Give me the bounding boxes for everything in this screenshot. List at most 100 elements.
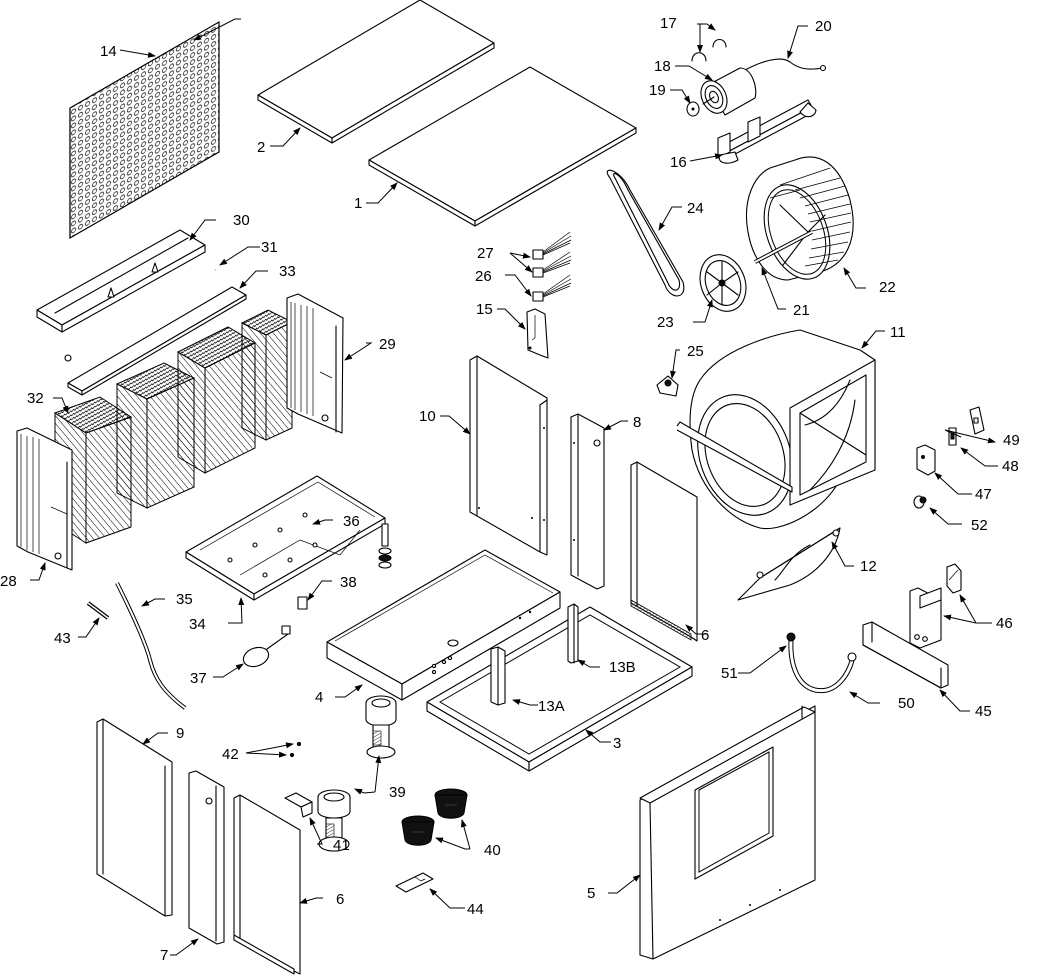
callout-37: 37 <box>190 670 207 687</box>
callout-26: 26 <box>475 268 492 285</box>
callout-22: 22 <box>879 279 896 296</box>
part-27-wire-connectors[interactable] <box>532 231 572 278</box>
callout-1: 1 <box>354 195 362 212</box>
callout-47: 47 <box>975 486 992 503</box>
callout-13a: 13A <box>538 698 565 715</box>
part-32-cooling-media-pads[interactable] <box>53 309 294 544</box>
part-38-clip[interactable] <box>297 596 308 610</box>
part-22-blower-wheel[interactable] <box>746 156 854 288</box>
part-13a-support-bracket[interactable] <box>490 646 506 706</box>
part-7-corner-post[interactable] <box>188 770 225 945</box>
part-36-drain-fitting[interactable] <box>378 523 392 569</box>
part-2-top-panel-small[interactable] <box>257 0 495 144</box>
part-50-conduit-end <box>847 652 857 662</box>
part-25-pillow-block-bearing[interactable] <box>656 375 679 397</box>
part-35-water-hose[interactable] <box>115 582 187 710</box>
callout-7: 7 <box>160 947 168 964</box>
part-50-flexible-conduit[interactable] <box>788 639 855 694</box>
part-26-wire-connector[interactable] <box>532 274 572 302</box>
part-37-float-valve[interactable] <box>241 625 291 670</box>
part-9-side-panel[interactable] <box>96 718 173 917</box>
callout-21: 21 <box>793 302 810 319</box>
callout-49: 49 <box>1003 432 1020 449</box>
part-23-blower-pulley[interactable] <box>692 248 753 318</box>
callout-4: 4 <box>315 689 323 706</box>
part-40-pump-screens[interactable] <box>401 788 468 846</box>
callout-38: 38 <box>340 574 357 591</box>
part-6-access-door-upper[interactable] <box>630 461 698 642</box>
part-3-base-frame[interactable] <box>426 606 693 772</box>
part-8-corner-post-upper[interactable] <box>570 413 605 590</box>
callout-42: 42 <box>222 746 239 763</box>
callout-50: 50 <box>898 695 915 712</box>
callout-46: 46 <box>996 615 1013 632</box>
callout-45: 45 <box>975 703 992 720</box>
part-43-hose-clamp[interactable] <box>86 601 110 620</box>
part-29-media-frame-right[interactable] <box>286 293 344 434</box>
callout-41: 41 <box>333 837 350 854</box>
callout-31: 31 <box>261 239 278 256</box>
part-52-plug-button[interactable] <box>913 495 927 509</box>
part-19-motor-pulley[interactable] <box>686 101 700 117</box>
callout-13b: 13B <box>609 659 636 676</box>
part-18-motor[interactable] <box>696 67 757 117</box>
callout-36: 36 <box>343 513 360 530</box>
part-1-top-panel-large[interactable] <box>368 66 637 227</box>
callout-32: 32 <box>27 390 44 407</box>
part-48-switch[interactable] <box>948 427 957 446</box>
part-6-access-door-lower[interactable] <box>233 794 301 975</box>
callout-48: 48 <box>1002 458 1019 475</box>
callout-18: 18 <box>654 58 671 75</box>
callout-33: 33 <box>279 263 296 280</box>
callout-2: 2 <box>257 139 265 156</box>
callout-20: 20 <box>815 18 832 35</box>
callout-14: 14 <box>100 43 117 60</box>
part-28-media-frame-left[interactable] <box>16 427 73 571</box>
callout-29: 29 <box>379 336 396 353</box>
part-30-water-trough[interactable] <box>36 229 206 333</box>
part-46-control-box-assembly[interactable] <box>909 563 962 649</box>
callout-6-lower: 6 <box>336 891 344 908</box>
part-11-blower-housing[interactable] <box>676 329 876 530</box>
callout-15: 15 <box>476 301 493 318</box>
part-5-front-panel[interactable] <box>639 705 816 960</box>
part-4-water-reservoir-pan[interactable] <box>326 549 561 701</box>
part-41-pump-bracket[interactable] <box>284 792 313 818</box>
callout-6-upper: 6 <box>701 627 709 644</box>
part-47-switch-box[interactable] <box>916 444 936 476</box>
part-45-control-box-bracket[interactable] <box>862 621 949 689</box>
callout-11: 11 <box>890 324 906 341</box>
callout-27: 27 <box>477 245 494 262</box>
part-42-screws[interactable] <box>289 741 302 758</box>
part-21-blower-shaft[interactable] <box>754 230 813 264</box>
callout-23: 23 <box>657 314 674 331</box>
callout-9: 9 <box>176 725 184 742</box>
callout-8: 8 <box>633 414 641 431</box>
leader-lines <box>30 18 998 956</box>
callout-44: 44 <box>467 901 484 918</box>
part-14-perforated-screen[interactable] <box>69 20 220 240</box>
part-15-wire-bracket[interactable] <box>526 308 549 359</box>
part-49-switch-plate[interactable] <box>969 406 985 435</box>
part-13b-support-bracket[interactable] <box>567 603 579 664</box>
callout-19: 19 <box>649 82 666 99</box>
callout-28: 28 <box>0 573 17 590</box>
part-24-drive-belt[interactable] <box>606 169 685 297</box>
callout-34: 34 <box>189 616 206 633</box>
part-17-motor-clips[interactable] <box>691 38 727 62</box>
callout-10: 10 <box>419 408 436 425</box>
part-20-motor-cord[interactable] <box>744 58 827 72</box>
callout-39: 39 <box>389 784 406 801</box>
part-10-divider-panel[interactable] <box>469 355 548 556</box>
part-34-media-sump-tray[interactable] <box>185 475 386 601</box>
callout-52: 52 <box>971 517 988 534</box>
callout-5: 5 <box>587 885 595 902</box>
part-33-media-cover[interactable] <box>67 286 247 396</box>
part-12-blower-cutoff[interactable] <box>737 527 841 601</box>
part-31-distribution-tube[interactable] <box>64 269 216 362</box>
part-39-pumps[interactable] <box>317 695 397 852</box>
part-44-mounting-plate[interactable] <box>395 872 434 893</box>
part-51-conduit-fitting[interactable] <box>786 632 796 642</box>
